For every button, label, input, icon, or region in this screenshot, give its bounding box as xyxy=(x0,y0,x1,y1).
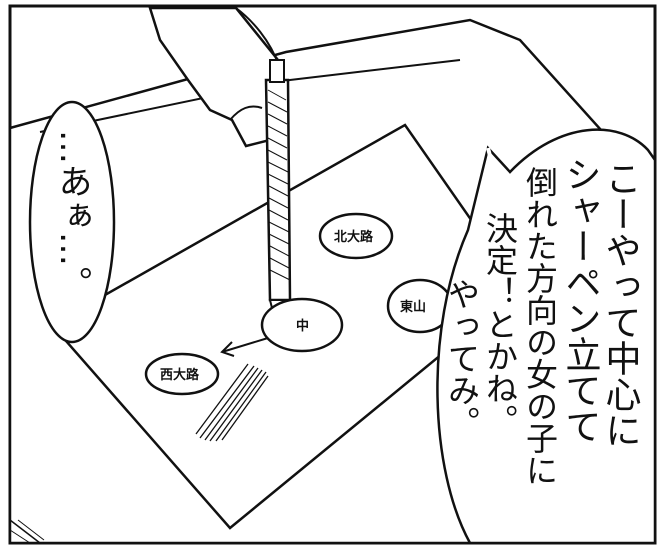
direction-arrow xyxy=(221,337,269,353)
speech-line-3: 倒れた方向の女の子に xyxy=(521,166,559,486)
left-speech-text: …あぁ…。 xyxy=(52,130,92,300)
bubble-tail-mask xyxy=(486,147,498,181)
center-label: 中 xyxy=(296,318,309,334)
table-corner-hatch-2 xyxy=(9,519,45,544)
speech-line-5: やってみ。 xyxy=(443,278,481,438)
hand-finger-line xyxy=(235,7,280,67)
table-corner-hatch xyxy=(9,519,41,544)
center-oval xyxy=(260,297,344,353)
speech-line-4: 決定！とかね。 xyxy=(481,212,519,436)
table-inner-line xyxy=(39,59,461,133)
west-oval xyxy=(144,352,220,396)
right-speech-bubble xyxy=(436,128,657,545)
mechanical-pencil xyxy=(264,59,292,336)
west-label: 西大路 xyxy=(160,367,200,383)
hand-thumb-line xyxy=(229,105,263,121)
east-label: 東山 xyxy=(400,299,426,315)
hand-outline xyxy=(148,6,287,148)
north-label: 北大路 xyxy=(334,229,374,245)
direction-arrowhead xyxy=(220,341,235,357)
speech-line-1: こーやって中心に xyxy=(600,160,641,448)
left-speech-bubble xyxy=(28,100,116,344)
north-oval xyxy=(318,212,394,260)
pencil-shadow xyxy=(195,363,269,442)
speech-line-2: シャーペン立てて xyxy=(560,156,601,444)
